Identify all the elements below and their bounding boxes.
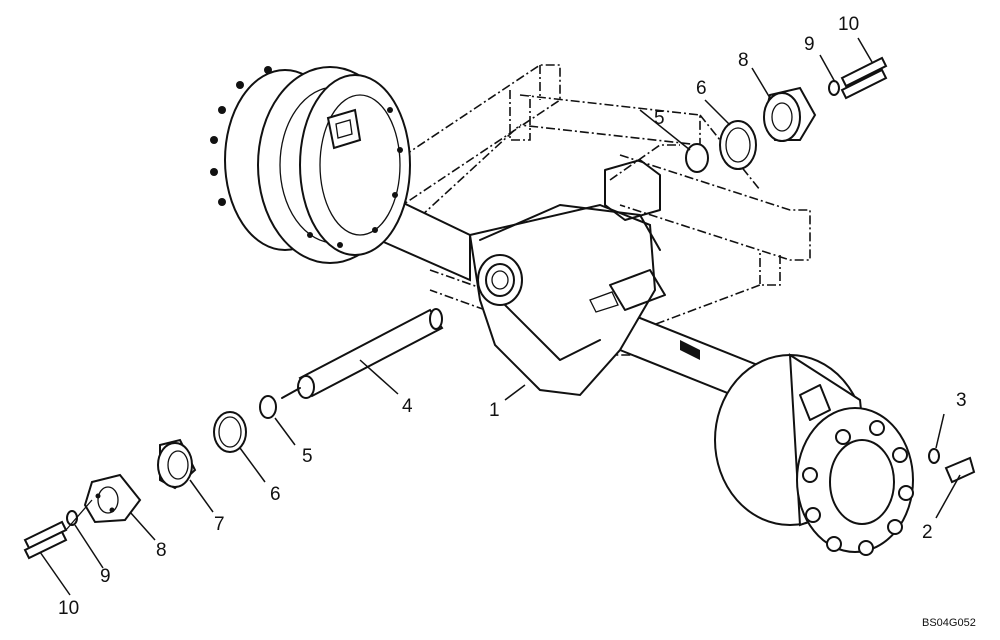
drive-shaft [281,308,444,399]
callout-7: 7 [214,514,225,535]
callout-5-upper: 5 [654,108,665,129]
axle-housing [344,159,771,412]
callout-9-upper: 9 [804,34,815,55]
callout-5-lower: 5 [302,446,313,467]
drawing-reference: BS04G052 [922,617,976,629]
right-small-parts [928,448,976,484]
callout-4: 4 [402,396,413,417]
callout-8-upper: 8 [738,50,749,71]
callout-1: 1 [489,400,500,421]
callout-9-lower: 9 [100,566,111,587]
callout-8-lower: 8 [156,540,167,561]
right-wheel-hub [714,353,914,556]
callout-3: 3 [956,390,967,411]
callout-6-upper: 6 [696,78,707,99]
upper-exploded-parts [685,56,888,173]
callout-2: 2 [922,522,933,543]
callout-labels: 1 2 3 4 5 5 6 6 7 8 8 9 9 10 10 [58,14,967,619]
left-exploded-parts [23,395,277,560]
callout-10-upper: 10 [838,14,859,35]
left-wheel-hub [210,66,411,264]
leader-lines [39,37,961,596]
callout-6-lower: 6 [270,484,281,505]
callout-10-lower: 10 [58,598,79,619]
